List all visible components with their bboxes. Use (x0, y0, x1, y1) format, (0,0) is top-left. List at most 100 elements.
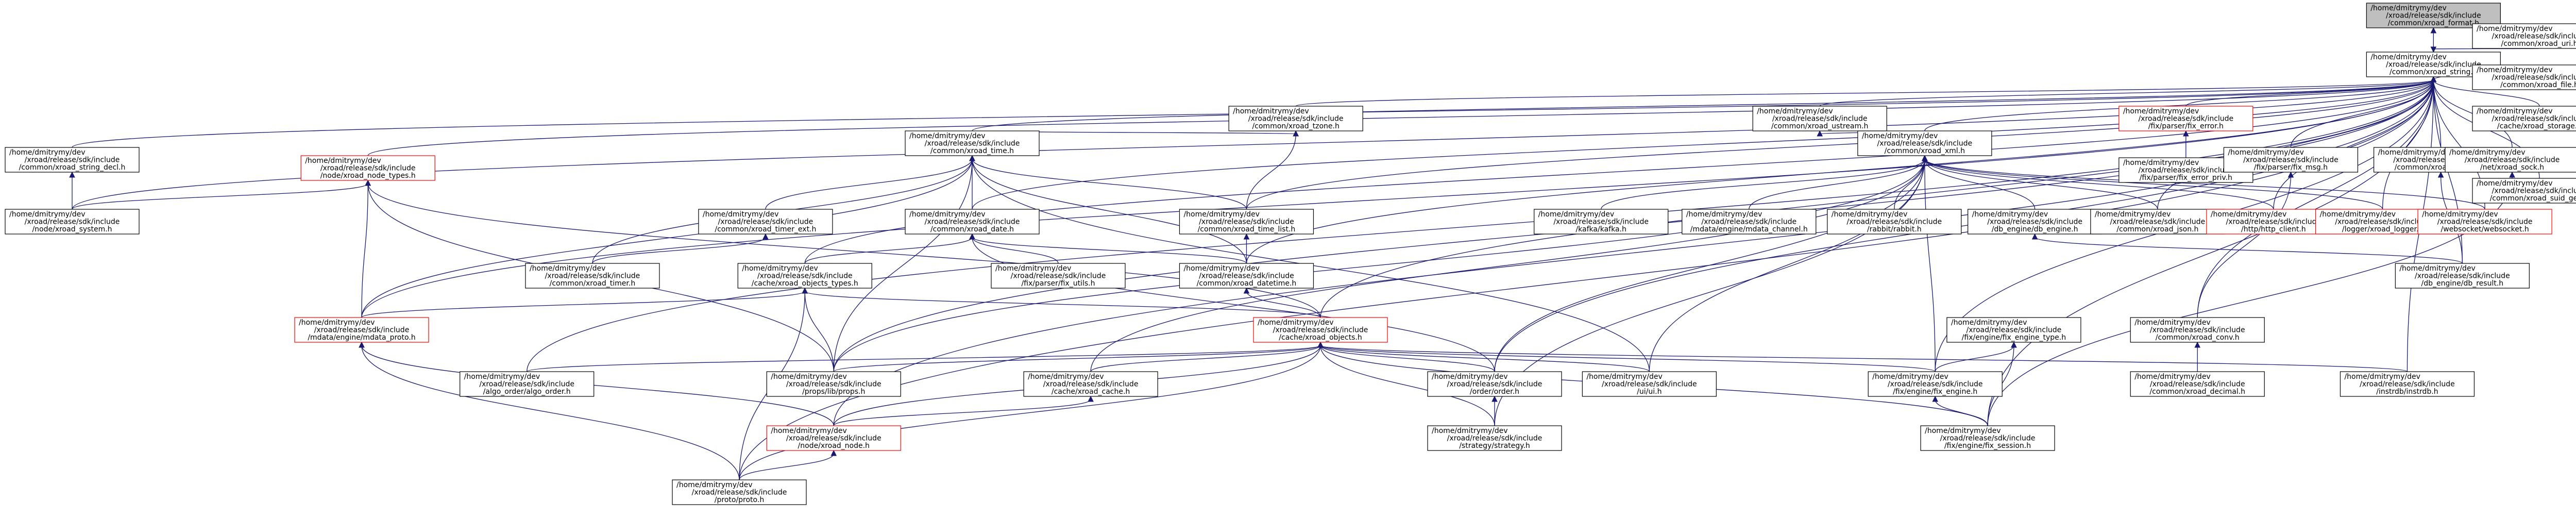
node-rabbit[interactable]: /home/dmitrymy/dev/xroad/release/sdk/inc… (1827, 209, 1962, 235)
node-db-result[interactable]: /home/dmitrymy/dev/xroad/release/sdk/inc… (2395, 263, 2530, 289)
node-decimal[interactable]: /home/dmitrymy/dev/xroad/release/sdk/inc… (2130, 371, 2265, 397)
node-datetime[interactable]: /home/dmitrymy/dev/xroad/release/sdk/inc… (1179, 263, 1314, 289)
node-label-line: /xroad/release/sdk/include (1602, 380, 1697, 389)
node-label-line: /fix/parser/fix_msg.h (2254, 163, 2328, 172)
node-algo-order[interactable]: /home/dmitrymy/dev/xroad/release/sdk/inc… (460, 371, 595, 397)
arrowhead-icon (2194, 341, 2201, 348)
node-label-line: /home/dmitrymy/dev (2399, 264, 2476, 273)
node-string-decl[interactable]: /home/dmitrymy/dev/xroad/release/sdk/inc… (5, 147, 140, 173)
node-label-line: /common/xroad_date.h (930, 225, 1014, 234)
node-ui[interactable]: /home/dmitrymy/dev/xroad/release/sdk/inc… (1582, 371, 1717, 397)
node-label-line: /cache/xroad_objects_types.h (752, 279, 858, 288)
node-time[interactable]: /home/dmitrymy/dev/xroad/release/sdk/inc… (905, 130, 1040, 156)
node-box (672, 479, 807, 505)
node-label-line: /home/dmitrymy/dev (771, 373, 847, 381)
node-label-line: /xroad/release/sdk/include (718, 218, 814, 226)
node-db-engine[interactable]: /home/dmitrymy/dev/xroad/release/sdk/inc… (1968, 209, 2103, 235)
arrowhead-icon (762, 233, 769, 240)
node-label-line: /home/dmitrymy/dev (1432, 373, 1508, 381)
node-label-line: /home/dmitrymy/dev (2228, 148, 2304, 157)
node-label-line: /common/xroad_time_list.h (1198, 225, 1296, 234)
node-box (294, 317, 429, 343)
node-json[interactable]: /home/dmitrymy/dev/xroad/release/sdk/inc… (2090, 209, 2225, 235)
node-fix-engine[interactable]: /home/dmitrymy/dev/xroad/release/sdk/inc… (1868, 371, 2003, 397)
node-label-line: /xroad/release/sdk/include (1940, 435, 2036, 443)
node-label-line: /home/dmitrymy/dev (1951, 319, 2027, 327)
node-label-line: /xroad/release/sdk/include (1248, 115, 1344, 123)
node-label-line: /home/dmitrymy/dev (771, 427, 847, 435)
edge-conv-to-fix_msg (2197, 171, 2294, 318)
node-tzone[interactable]: /home/dmitrymy/dev/xroad/release/sdk/inc… (1228, 106, 1363, 131)
edge-datetime-to-time (969, 155, 1247, 264)
node-label-line: /mdata/engine/mdata_proto.h (308, 333, 415, 342)
node-label-line: /home/dmitrymy/dev (995, 264, 1072, 273)
node-label-line: /home/dmitrymy/dev (1233, 107, 1309, 115)
node-time-list[interactable]: /home/dmitrymy/dev/xroad/release/sdk/inc… (1179, 209, 1314, 235)
edge-order-to-date (969, 233, 1495, 372)
node-strategy[interactable]: /home/dmitrymy/dev/xroad/release/sdk/inc… (1427, 425, 1562, 451)
node-node-types[interactable]: /home/dmitrymy/dev/xroad/release/sdk/inc… (300, 155, 435, 181)
node-label-line: /home/dmitrymy/dev (2095, 210, 2171, 219)
arrowhead-icon (2437, 171, 2444, 178)
node-box (905, 130, 1040, 156)
node-sock[interactable]: /home/dmitrymy/dev/xroad/release/sdk/inc… (2445, 147, 2576, 173)
node-label-line: /xroad/release/sdk/include (1877, 140, 1972, 148)
node-label-line: /xroad/release/sdk/include (2150, 380, 2245, 389)
edge-objects_types-to-date (804, 233, 975, 264)
edge-props-to-xml (833, 155, 1928, 372)
node-label-line: /xroad/release/sdk/include (2492, 74, 2576, 82)
node-label-line: /xroad/release/sdk/include (479, 380, 574, 389)
node-storage[interactable]: /home/dmitrymy/dev/xroad/release/sdk/inc… (2472, 106, 2576, 131)
node-proto[interactable]: /home/dmitrymy/dev/xroad/release/sdk/inc… (672, 479, 807, 505)
node-kafka[interactable]: /home/dmitrymy/dev/xroad/release/sdk/inc… (1534, 209, 1669, 235)
node-xml[interactable]: /home/dmitrymy/dev/xroad/release/sdk/inc… (1857, 130, 1992, 156)
node-mdata-proto[interactable]: /home/dmitrymy/dev/xroad/release/sdk/inc… (294, 317, 429, 343)
edge-mdata_proto-to-objects_types (361, 287, 808, 318)
node-node-system[interactable]: /home/dmitrymy/dev/xroad/release/sdk/inc… (5, 209, 140, 235)
node-label-line: /common/xroad_tzone.h (1252, 122, 1339, 130)
node-node[interactable]: /home/dmitrymy/dev/xroad/release/sdk/inc… (766, 425, 901, 451)
node-label-line: /home/dmitrymy/dev (1183, 264, 1260, 273)
node-cache[interactable]: /home/dmitrymy/dev/xroad/release/sdk/inc… (1023, 371, 1158, 397)
node-mdata-channel[interactable]: /home/dmitrymy/dev/xroad/release/sdk/inc… (1682, 209, 1817, 235)
node-label-line: /home/dmitrymy/dev (1586, 373, 1663, 381)
node-file[interactable]: /home/dmitrymy/dev/xroad/release/sdk/inc… (2472, 64, 2576, 90)
node-date[interactable]: /home/dmitrymy/dev/xroad/release/sdk/inc… (905, 209, 1040, 235)
edge-proto-to-node (739, 449, 837, 480)
node-uri[interactable]: /home/dmitrymy/dev/xroad/release/sdk/inc… (2472, 23, 2576, 49)
node-instrdb[interactable]: /home/dmitrymy/dev/xroad/release/sdk/inc… (2340, 371, 2475, 397)
node-label-line: /xroad/release/sdk/include (1043, 380, 1139, 389)
edge-strategy-to-order (1492, 395, 1498, 426)
node-objects-types[interactable]: /home/dmitrymy/dev/xroad/release/sdk/inc… (737, 263, 872, 289)
node-props[interactable]: /home/dmitrymy/dev/xroad/release/sdk/inc… (766, 371, 901, 397)
node-label-line: /common/xroad_xml.h (1885, 147, 1965, 155)
node-ustream[interactable]: /home/dmitrymy/dev/xroad/release/sdk/inc… (1752, 106, 1887, 131)
node-fix-msg[interactable]: /home/dmitrymy/dev/xroad/release/sdk/inc… (2223, 147, 2359, 173)
node-fix-engine-type[interactable]: /home/dmitrymy/dev/xroad/release/sdk/inc… (1946, 317, 2081, 343)
edge-mdata_proto-to-node_types (361, 179, 371, 318)
node-box (2472, 23, 2576, 49)
edge-fix_engine-to-fix_engine_type (1935, 341, 2017, 372)
node-label-line: /common/xroad_timer_ext.h (715, 225, 816, 234)
node-label-line: /xroad/release/sdk/include (2335, 218, 2430, 226)
node-box (766, 371, 901, 397)
node-websocket[interactable]: /home/dmitrymy/dev/xroad/release/sdk/inc… (2417, 209, 2552, 235)
node-label-line: /common/xroad_time.h (930, 147, 1014, 155)
node-timer-ext[interactable]: /home/dmitrymy/dev/xroad/release/sdk/inc… (698, 209, 833, 235)
node-label-line: /home/dmitrymy/dev (9, 148, 86, 157)
node-fix-utils[interactable]: /home/dmitrymy/dev/xroad/release/sdk/inc… (991, 263, 1126, 289)
node-fix-session[interactable]: /home/dmitrymy/dev/xroad/release/sdk/inc… (1920, 425, 2055, 451)
node-label-line: /xroad/release/sdk/include (2492, 115, 2576, 123)
node-objects[interactable]: /home/dmitrymy/dev/xroad/release/sdk/inc… (1253, 317, 1388, 343)
node-label-line: /home/dmitrymy/dev (1832, 210, 1908, 219)
node-conv[interactable]: /home/dmitrymy/dev/xroad/release/sdk/inc… (2130, 317, 2265, 343)
node-box (766, 425, 901, 451)
arrowhead-icon (969, 233, 975, 240)
node-suid-gen[interactable]: /home/dmitrymy/dev/xroad/release/sdk/inc… (2472, 178, 2576, 204)
node-fix-error[interactable]: /home/dmitrymy/dev/xroad/release/sdk/inc… (2119, 106, 2253, 131)
node-timer[interactable]: /home/dmitrymy/dev/xroad/release/sdk/inc… (525, 263, 660, 289)
edge-mdata_proto-to-time (361, 155, 975, 318)
node-order[interactable]: /home/dmitrymy/dev/xroad/release/sdk/inc… (1427, 371, 1562, 397)
node-box (1968, 209, 2103, 235)
